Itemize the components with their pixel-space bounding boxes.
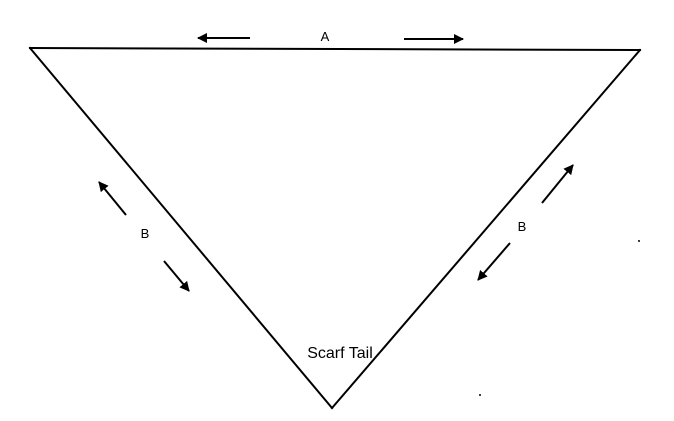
label-b-right: B (518, 219, 527, 234)
arrow-b-right-down (477, 242, 511, 281)
label-b-left: B (141, 226, 150, 241)
edge-b-left (28, 46, 334, 410)
speck-mark (479, 394, 481, 396)
speck-mark (638, 240, 640, 242)
label-scarf-tail: Scarf Tail (307, 345, 373, 362)
arrow-b-right-up (541, 164, 574, 204)
label-a: A (321, 29, 330, 44)
arrow-b-left-up (98, 181, 127, 216)
arrow-b-left-down (163, 260, 190, 292)
edge-b-right (330, 48, 642, 410)
edge-a-top (28, 46, 642, 52)
